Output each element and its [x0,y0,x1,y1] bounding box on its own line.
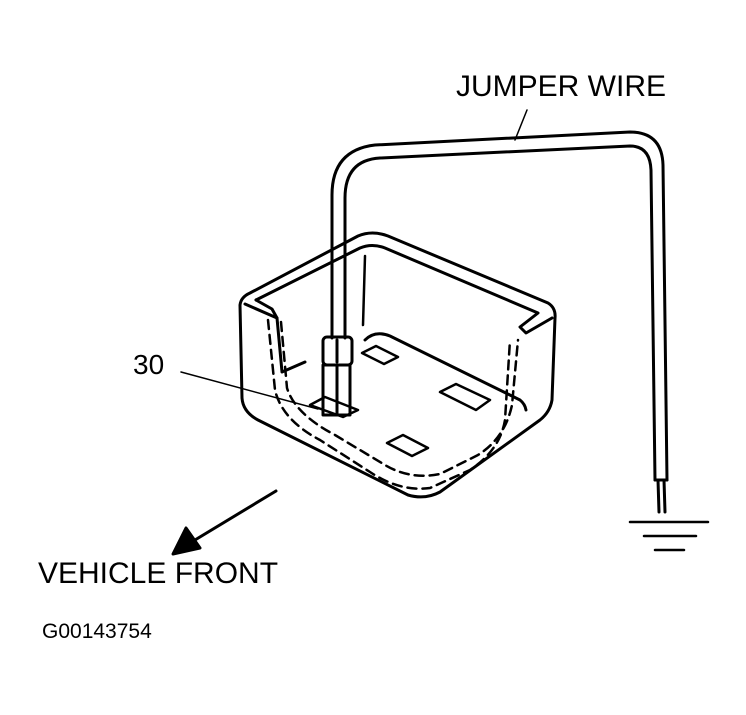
jumper-wire [330,130,669,482]
vehicle-front-arrow-icon [171,489,278,556]
ground-icon [628,520,710,552]
slot [438,382,492,412]
terminal-number-label: 30 [133,349,165,380]
terminal-30 [308,395,360,419]
jumper-wire-label: JUMPER WIRE [456,70,666,103]
slot [385,433,430,458]
slot [360,344,400,366]
figure-id: G00143754 [42,620,152,643]
connector-box [238,231,557,499]
vehicle-front-label: VEHICLE FRONT [38,557,279,590]
